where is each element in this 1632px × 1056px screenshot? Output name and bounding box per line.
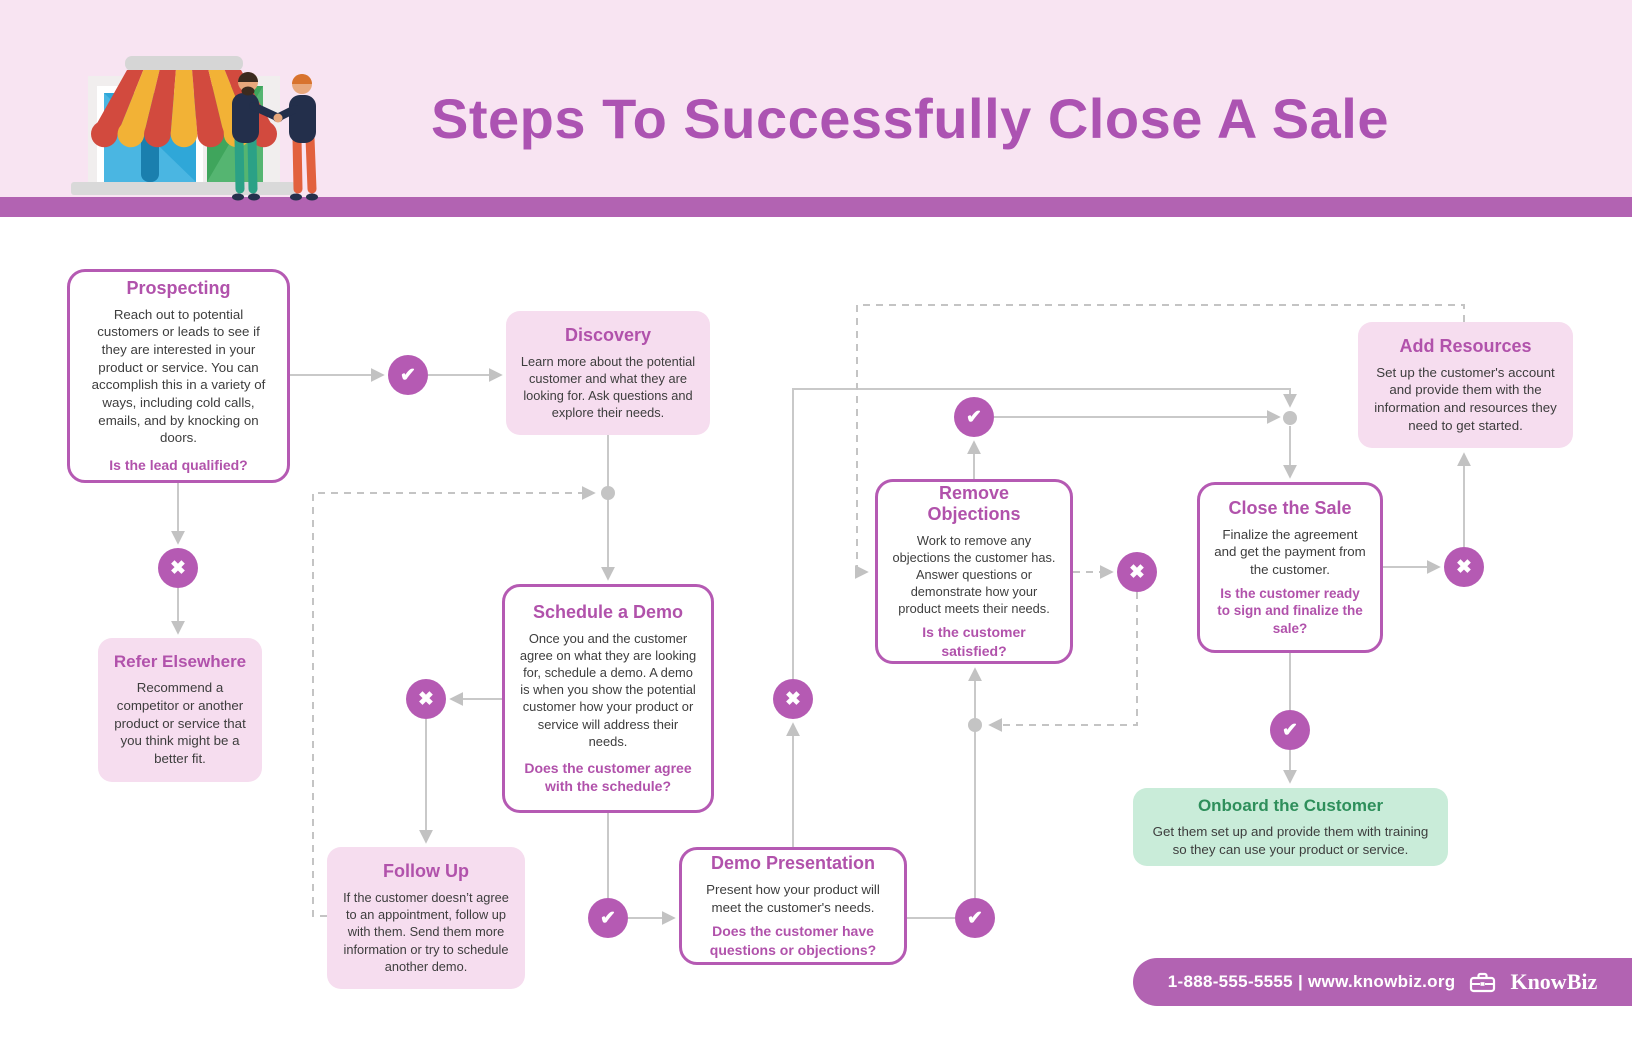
node-onboard-the-customer: Onboard the Customer Get them set up and…: [1133, 788, 1448, 866]
node-body: Once you and the customer agree on what …: [519, 630, 697, 749]
node-discovery: Discovery Learn more about the potential…: [506, 311, 710, 435]
node-body: Get them set up and provide them with tr…: [1152, 823, 1429, 857]
cross-icon: ✖: [1117, 552, 1157, 592]
node-prospecting: Prospecting Reach out to potential custo…: [67, 269, 290, 483]
node-body: Recommend a competitor or another produc…: [114, 680, 246, 766]
node-remove-objections: Remove Objections Work to remove any obj…: [875, 479, 1073, 664]
node-question: Does the customer have questions or obje…: [709, 923, 877, 958]
node-question: Is the customer satisfied?: [922, 624, 1026, 659]
person-right: [273, 74, 318, 201]
check-icon: ✔: [955, 898, 995, 938]
node-title: Close the Sale: [1228, 497, 1352, 518]
node-schedule-a-demo: Schedule a Demo Once you and the custome…: [502, 584, 714, 813]
footer-contact-text: 1-888-555-5555 | www.knowbiz.org: [1167, 972, 1456, 991]
check-icon: ✔: [388, 355, 428, 395]
node-close-the-sale: Close the Sale Finalize the agreement an…: [1197, 482, 1383, 653]
node-body: If the customer doesn’t agree to an appo…: [343, 890, 509, 974]
check-icon: ✔: [954, 397, 994, 437]
cross-icon: ✖: [1444, 547, 1484, 587]
check-icon: ✔: [1270, 710, 1310, 750]
node-body: Present how your product will meet the c…: [706, 882, 880, 915]
cross-icon: ✖: [773, 679, 813, 719]
cross-icon: ✖: [158, 548, 198, 588]
node-follow-up: Follow Up If the customer doesn’t agree …: [327, 847, 525, 989]
node-body: Reach out to potential customers or lead…: [91, 306, 266, 446]
node-demo-presentation: Demo Presentation Present how your produ…: [679, 847, 907, 965]
footer-contact-bar: 1-888-555-5555 | www.knowbiz.org KnowBiz: [1133, 958, 1632, 1006]
node-add-resources: Add Resources Set up the customer's acco…: [1358, 322, 1573, 448]
node-body: Finalize the agreement and get the payme…: [1214, 526, 1366, 578]
cross-icon: ✖: [406, 679, 446, 719]
node-title: Prospecting: [126, 277, 231, 298]
check-icon: ✔: [588, 898, 628, 938]
node-question: Is the customer ready to sign and finali…: [1217, 585, 1363, 636]
node-body: Learn more about the potential customer …: [520, 353, 696, 421]
node-title: Refer Elsewhere: [113, 652, 247, 672]
node-refer-elsewhere: Refer Elsewhere Recommend a competitor o…: [98, 638, 262, 782]
junction-dot: [601, 486, 615, 500]
footer-brand-wordmark: KnowBiz: [1510, 969, 1598, 994]
node-body: Work to remove any objections the custom…: [892, 533, 1056, 617]
header-divider-bar: [0, 197, 1632, 217]
node-title: Follow Up: [383, 861, 469, 882]
node-title: Remove Objections: [927, 483, 1021, 525]
node-title: Add Resources: [1399, 335, 1532, 356]
node-body: Set up the customer's account and provid…: [1374, 364, 1557, 433]
awning-top-bar: [125, 56, 243, 71]
junction-dot: [1283, 411, 1297, 425]
junction-dot: [968, 718, 982, 732]
storefront-handshake-illustration: [71, 56, 318, 201]
node-title: Onboard the Customer: [1197, 795, 1384, 815]
person-left: [232, 72, 283, 201]
node-title: Demo Presentation: [710, 853, 876, 874]
briefcase-icon: [1469, 970, 1496, 994]
node-title: Schedule a Demo: [532, 601, 684, 622]
node-title: Discovery: [564, 324, 652, 345]
node-question: Does the customer agree with the schedul…: [524, 759, 692, 795]
page-title: Steps To Successfully Close A Sale: [431, 87, 1389, 150]
node-question: Is the lead qualified?: [109, 457, 248, 474]
